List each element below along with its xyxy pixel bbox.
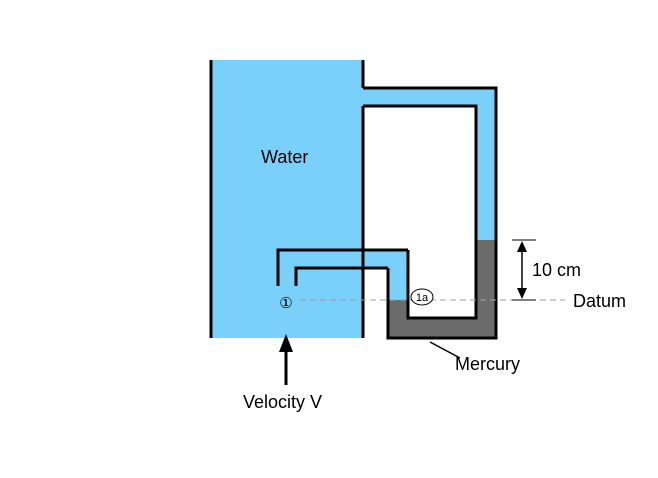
pitot-inner-wall — [294, 266, 388, 286]
water-tank — [211, 60, 363, 338]
mercury-leader-line — [429, 341, 461, 359]
mercury-label: Mercury — [455, 354, 520, 374]
pitot-vertical-water — [388, 250, 408, 300]
manometer-top-water — [363, 88, 496, 106]
point-1-label: ① — [279, 295, 292, 312]
water-label: Water — [261, 147, 308, 167]
point-1a-label: 1a — [416, 292, 429, 304]
datum-label: Datum — [573, 291, 626, 311]
pitot-horizontal-water — [278, 250, 408, 268]
pitot-mouth-water — [278, 250, 296, 286]
velocity-arrow-head — [279, 334, 293, 352]
height-arrow-up — [517, 241, 527, 252]
velocity-label: Velocity V — [243, 392, 322, 412]
manometer-outer-wall — [363, 86, 498, 340]
height-arrow-down — [517, 288, 527, 299]
manometer-right-water — [476, 88, 496, 240]
height-label: 10 cm — [532, 260, 581, 280]
pitot-outer-wall — [276, 248, 408, 286]
manometer-inner-wall — [363, 104, 478, 320]
point-1a-marker — [410, 288, 434, 306]
